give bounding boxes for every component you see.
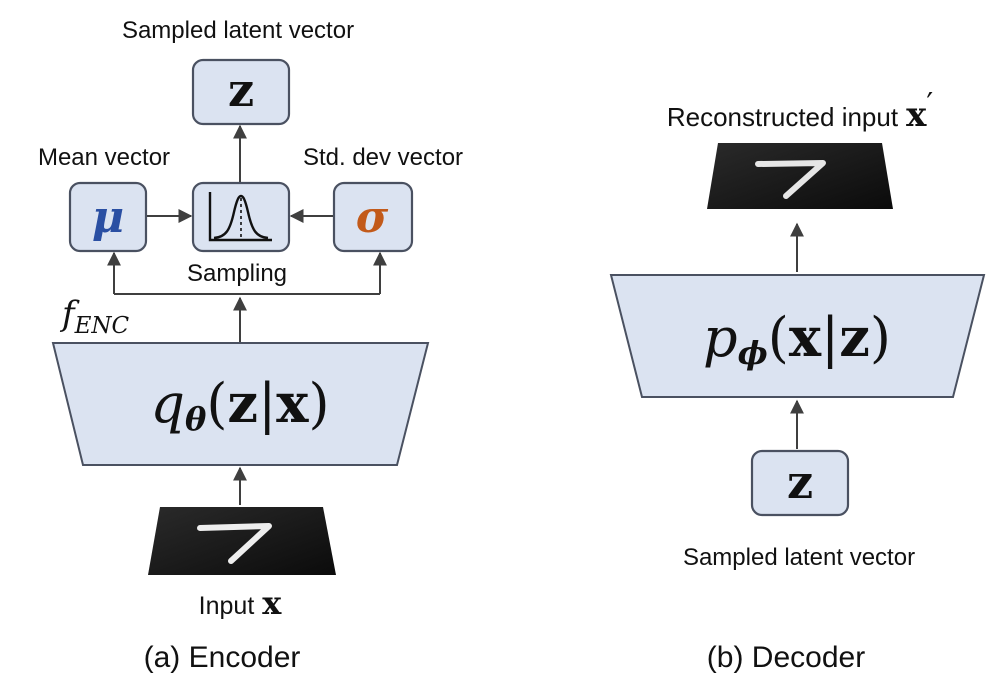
- encoder-z-node: z: [191, 58, 291, 126]
- mean-vector-label: Mean vector: [38, 144, 170, 171]
- mean-vector-node: μ: [68, 181, 148, 253]
- f-enc-label: fENC: [59, 294, 130, 339]
- decoder-z-node: z: [750, 449, 850, 517]
- encoder-sampled-latent-label: Sampled latent vector: [122, 17, 354, 44]
- std-dev-vector-label: Std. dev vector: [303, 144, 463, 171]
- sampling-node: [191, 181, 291, 253]
- decoder-network-formula: pϕ(x|z): [703, 305, 891, 372]
- encoder-z-symbol: z: [228, 63, 254, 117]
- decoder-sampled-latent-label: Sampled latent vector: [683, 544, 915, 571]
- std-dev-vector-node: σ: [332, 181, 414, 253]
- decoder-z-symbol: z: [787, 455, 813, 509]
- encoder-panel: Sampled latent vector z Mean vector Std.…: [38, 17, 463, 674]
- mu-symbol: μ: [92, 192, 124, 243]
- sampling-label: Sampling: [187, 260, 287, 287]
- encoder-network: qθ(z|x): [51, 342, 430, 466]
- distribution-curve-icon: [208, 192, 272, 242]
- reconstructed-digit-image: [707, 143, 893, 209]
- input-digit-image: [148, 507, 336, 575]
- encoder-network-formula: qθ(z|x): [150, 371, 329, 438]
- encoder-caption: (a) Encoder: [144, 641, 301, 674]
- decoder-network: pϕ(x|z): [609, 274, 986, 398]
- sigma-symbol: σ: [356, 192, 389, 243]
- decoder-caption: (b) Decoder: [707, 641, 865, 674]
